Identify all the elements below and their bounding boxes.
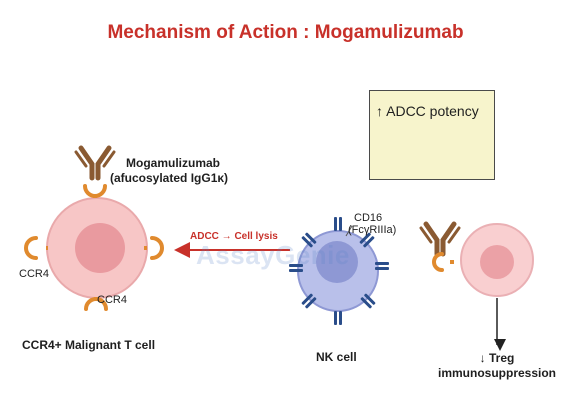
nk-cell	[297, 230, 379, 312]
adcc-potency-legend: ↑ ADCC potency	[369, 90, 495, 180]
treg-ccr4-receptor	[432, 252, 454, 272]
ccr4-receptor-bottom	[84, 297, 108, 311]
adcc-arrow-label: ADCC → Cell lysis	[190, 231, 278, 242]
nk-cell-label: NK cell	[316, 350, 357, 364]
antibody-label-type: (afucosylated IgG1κ)	[110, 171, 229, 185]
legend-text: ↑ ADCC potency	[376, 103, 479, 119]
antibody-label-name: Mogamulizumab	[126, 156, 221, 170]
treg-cell	[460, 223, 534, 297]
ccr4-label-left: CCR4	[19, 268, 49, 280]
cd16-pointer	[345, 225, 353, 237]
ccr4-receptor-right	[144, 236, 164, 260]
ccr4-receptor-left	[24, 236, 48, 260]
cd16-label-name: CD16	[354, 212, 383, 224]
t-cell-label: CCR4+ Malignant T cell	[22, 338, 156, 352]
mogamulizumab-antibody	[76, 148, 114, 178]
ccr4-receptor-top	[83, 184, 107, 198]
treg-label-effect: immunosuppression	[437, 366, 556, 380]
treg-label-change: ↓ Treg	[479, 351, 515, 365]
ccr4-label-bottom: CCR4	[97, 294, 127, 306]
watermark: AssayGenie	[196, 240, 350, 270]
malignant-t-cell	[46, 197, 148, 299]
treg-antibody	[421, 224, 459, 254]
cd16-label-receptor: (FcγRIIIa)	[348, 224, 397, 236]
page-title: Mechanism of Action : Mogamulizumab	[107, 22, 464, 43]
